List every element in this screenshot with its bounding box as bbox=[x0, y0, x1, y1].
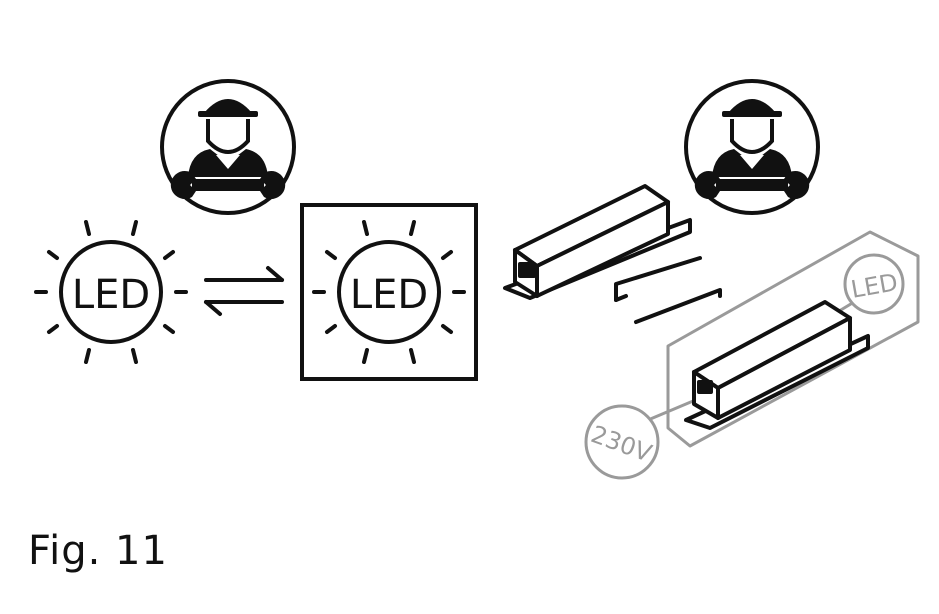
installed-led-driver bbox=[684, 300, 870, 430]
led-label-boxed: LED bbox=[350, 272, 428, 318]
technician-icon bbox=[160, 79, 296, 215]
led-light-boxed: LED bbox=[312, 220, 466, 364]
led-light-left: LED bbox=[34, 220, 188, 364]
exchange-arrow-icon bbox=[614, 256, 722, 324]
voltage-badge: 230V bbox=[584, 404, 660, 480]
technician-icon bbox=[684, 79, 820, 215]
figure-caption: Fig. 11 bbox=[28, 528, 168, 574]
led-driver-icon bbox=[503, 184, 692, 300]
led-fixture-box bbox=[300, 203, 478, 381]
led-label-left: LED bbox=[72, 272, 150, 318]
swap-arrows-icon bbox=[204, 266, 284, 316]
led-small-badge: LED bbox=[843, 253, 905, 315]
